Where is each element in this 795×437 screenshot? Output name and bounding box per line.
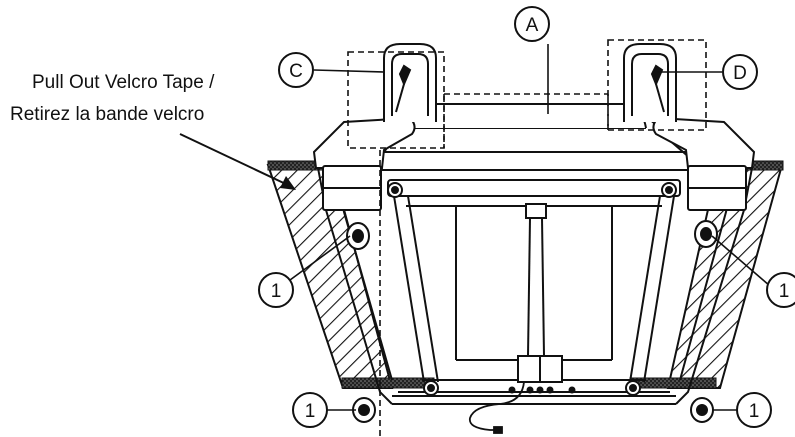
left-armrest <box>312 116 416 211</box>
callout-1-left-lower: 1 <box>292 392 328 428</box>
knob-left-upper <box>346 222 370 250</box>
callout-1-label: 1 <box>749 401 760 422</box>
callout-1-right-lower: 1 <box>736 392 772 428</box>
frame-corner-bolts <box>387 182 677 396</box>
callout-d-label: D <box>733 63 747 84</box>
knob-right-lower <box>690 397 714 423</box>
callout-a: A <box>514 6 550 42</box>
callout-1-left-upper: 1 <box>258 272 294 308</box>
callout-1-right-upper: 1 <box>766 272 795 308</box>
left-headrest-loop <box>383 43 437 122</box>
leader-lines <box>289 44 771 411</box>
callout-a-label: A <box>526 15 539 36</box>
knob-right-upper <box>694 220 718 248</box>
callout-1-label: 1 <box>305 401 316 422</box>
callout-c-label: C <box>289 61 303 82</box>
center-actuator <box>508 203 576 394</box>
instruction-line-2: Retirez la bande velcro <box>10 104 204 125</box>
steel-frame <box>387 179 681 383</box>
velcro-instruction: Pull Out Velcro Tape / Retirez la bande … <box>10 72 215 125</box>
power-cable <box>468 381 525 434</box>
callout-d: D <box>722 54 758 90</box>
seat-back-top <box>411 103 647 129</box>
callout-1-label: 1 <box>779 281 790 302</box>
callout-1-label: 1 <box>271 281 282 302</box>
callout-c: C <box>278 52 314 88</box>
note-arrow <box>179 133 296 190</box>
knob-left-lower <box>352 397 376 423</box>
instruction-line-1: Pull Out Velcro Tape / <box>32 72 215 93</box>
dashed-box-d <box>607 39 707 131</box>
right-headrest-loop <box>623 43 677 122</box>
